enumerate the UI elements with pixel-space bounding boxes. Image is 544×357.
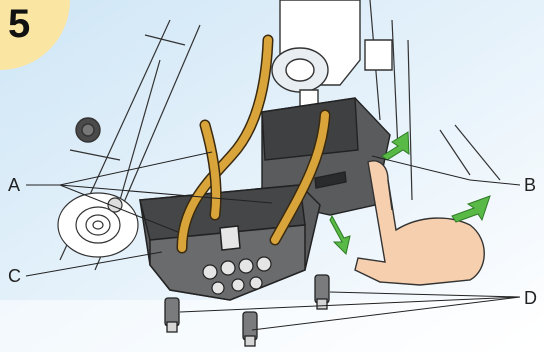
step-number: 5 [8, 2, 30, 47]
callout-label-b: B [524, 175, 536, 196]
callout-label-c: C [8, 266, 21, 287]
callout-label-a: A [8, 175, 20, 196]
side-knob [76, 118, 100, 142]
callout-label-d: D [524, 288, 537, 309]
pulley-wheel [58, 193, 138, 257]
